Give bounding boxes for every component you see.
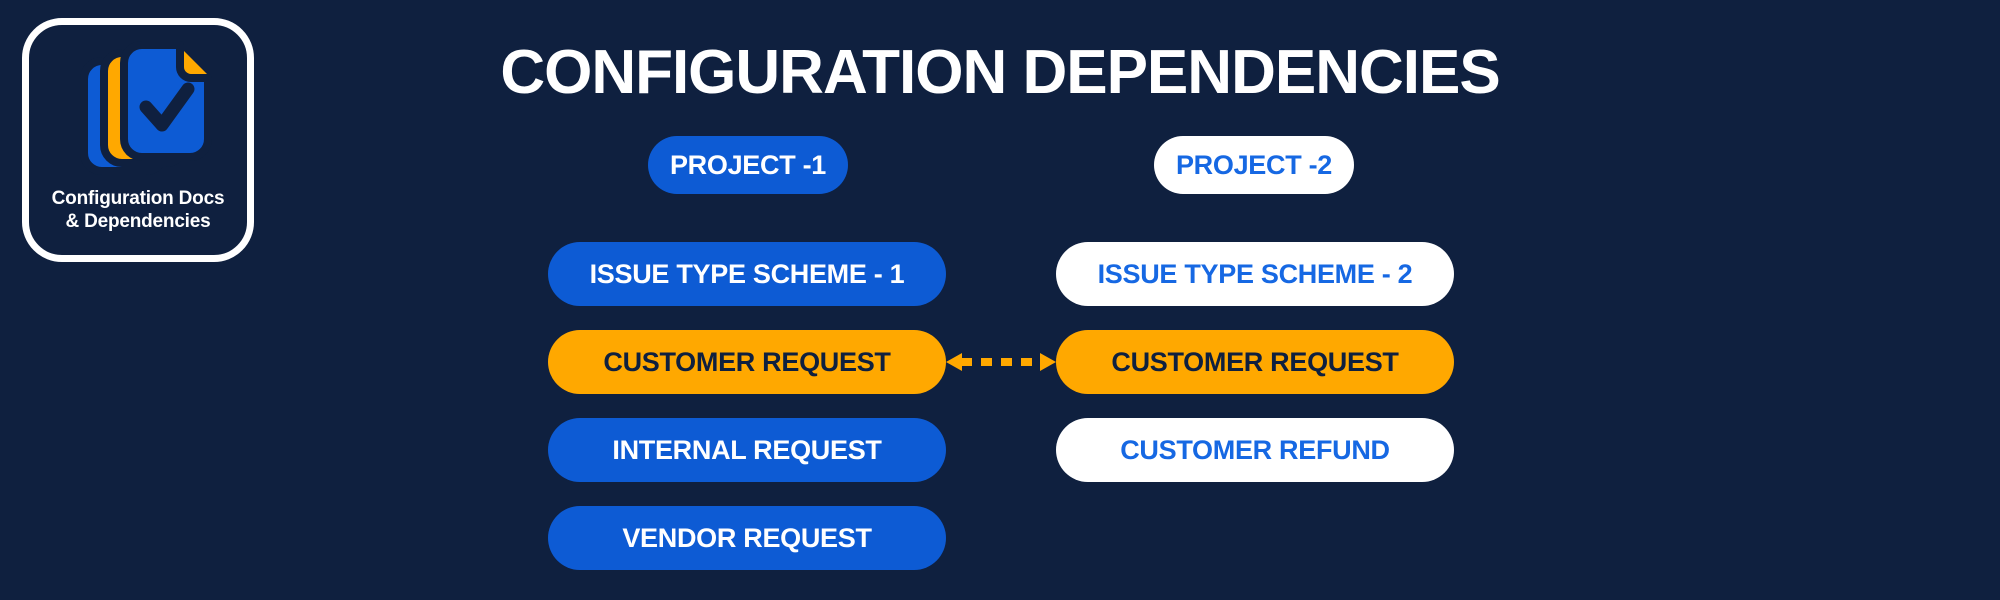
project-2-customer-refund[interactable]: CUSTOMER REFUND [1056,418,1454,482]
project-2-issue-type-scheme[interactable]: ISSUE TYPE SCHEME - 2 [1056,242,1454,306]
badge-caption-line-2: & Dependencies [65,211,211,233]
badge-caption-line-1: Configuration Docs [51,188,225,209]
project-1-internal-request[interactable]: INTERNAL REQUEST [548,418,946,482]
page-title: CONFIGURATION DEPENDENCIES [500,38,1500,107]
badge-caption: Configuration Docs & Dependencies [52,187,225,233]
bidirectional-dashed-arrow-icon [946,353,1056,371]
project-2-customer-request[interactable]: CUSTOMER REQUEST [1056,330,1454,394]
project-1-vendor-request[interactable]: VENDOR REQUEST [548,506,946,570]
configuration-docs-badge: Configuration Docs & Dependencies [22,18,254,262]
project-1-customer-request[interactable]: CUSTOMER REQUEST [548,330,946,394]
stacked-documents-check-icon [80,41,212,175]
project-1-header[interactable]: PROJECT -1 [648,136,848,194]
project-1-issue-type-scheme[interactable]: ISSUE TYPE SCHEME - 1 [548,242,946,306]
project-2-header[interactable]: PROJECT -2 [1154,136,1354,194]
